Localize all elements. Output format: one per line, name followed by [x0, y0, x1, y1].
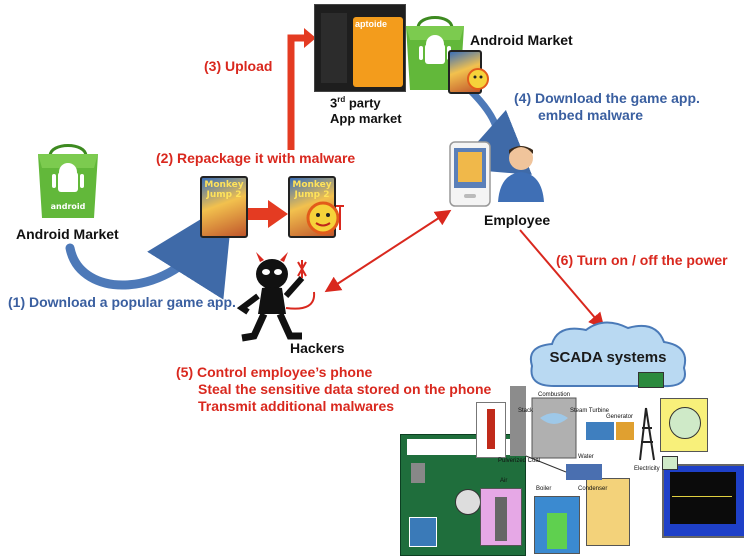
scada-gauge-3 [534, 496, 580, 554]
arrow-control-phone [324, 209, 452, 293]
android-bag-icon: android [38, 144, 98, 218]
svg-text:Steam Turbine: Steam Turbine [570, 408, 610, 414]
malware-devil-top-icon [467, 68, 489, 90]
step2-label: (2) Repackage it with malware [156, 150, 356, 166]
scada-gauge-1 [476, 402, 506, 458]
scada-monitor [662, 464, 744, 538]
employee-label: Employee [484, 212, 551, 228]
svg-text:Condenser: Condenser [578, 486, 607, 492]
hackers-label: Hackers [290, 340, 345, 356]
svg-text:Electricity: Electricity [634, 466, 660, 472]
svg-text:Combustion: Combustion [538, 392, 570, 398]
step4-label: (4) Download the game app. embed malware [514, 90, 700, 123]
android-market-label-left: Android Market [16, 226, 119, 242]
scada-gauge-2 [480, 488, 522, 546]
third-party-market-screen: aptoide [314, 4, 406, 92]
android-bag-icon-top [406, 16, 464, 90]
arrow-download-popular [65, 199, 234, 300]
scada-indicator-2 [662, 456, 678, 470]
cloud-icon: SCADA systems [530, 321, 686, 388]
scada-meter [660, 398, 708, 452]
game-title: Monkey Jump 2 [204, 180, 244, 200]
svg-text:Pulverized Coal: Pulverized Coal [498, 458, 540, 464]
android-market-label-top: Android Market [470, 32, 573, 48]
arrow-upload [287, 34, 306, 150]
step5-label: (5) Control employee’s phone Steal the s… [176, 364, 492, 414]
aptoide-logo: aptoide [355, 19, 388, 29]
svg-text:Generator: Generator [606, 414, 633, 420]
scada-gauge-4 [586, 478, 630, 546]
person-icon [498, 146, 544, 202]
svg-text:Air: Air [500, 478, 507, 484]
third-party-label: 3rd party App market [330, 95, 402, 127]
scada-indicator [638, 372, 664, 388]
step1-label: (1) Download a popular game app. [8, 294, 236, 310]
svg-text:Water: Water [578, 454, 594, 460]
svg-text:Stack: Stack [518, 408, 534, 414]
phone-icon [449, 141, 491, 207]
game-title-repackaged: Monkey Jump 2 [292, 180, 332, 200]
scada-label: SCADA systems [550, 349, 667, 366]
svg-text:Boiler: Boiler [536, 486, 551, 492]
step3-label: (3) Upload [204, 58, 273, 74]
step6-label: (6) Turn on / off the power [556, 252, 728, 268]
game-app-icon: Monkey Jump 2 [200, 176, 248, 238]
arrow-turn-power [519, 229, 605, 330]
hacker-icon [236, 252, 316, 342]
malware-devil-icon [306, 201, 344, 235]
power-plant-icon: Stack Combustion Steam Turbine Generator… [498, 386, 660, 492]
android-bag-text: android [51, 202, 86, 211]
